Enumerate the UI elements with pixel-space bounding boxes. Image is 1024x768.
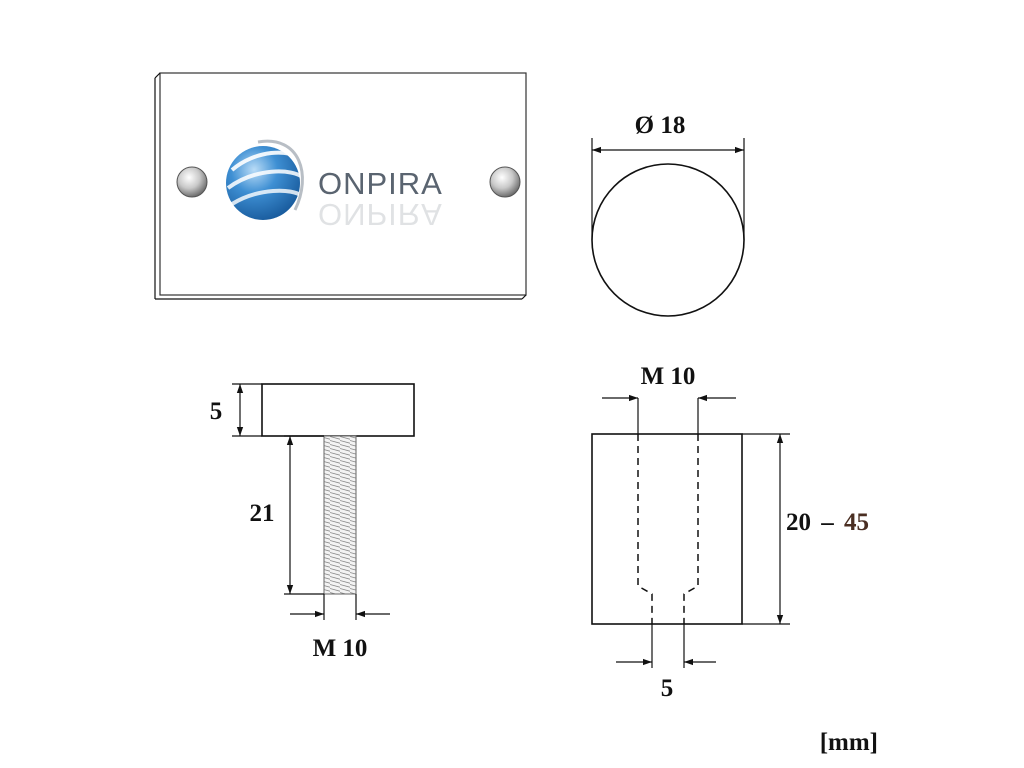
insert-body xyxy=(591,433,743,625)
head-height-label: 5 xyxy=(210,398,223,425)
disc-top-view: Ø 18 xyxy=(591,112,745,317)
insert-section-view: M 10 20 – 45 5 xyxy=(591,363,869,702)
logo-reflection: ONPIRA xyxy=(318,197,443,232)
bolt-head-left xyxy=(176,166,208,198)
screw-shank xyxy=(323,435,357,595)
screw-side-view: 5 21 M 10 xyxy=(210,383,415,662)
units-label: [mm] xyxy=(820,729,878,756)
disc-diameter-label: Ø 18 xyxy=(635,112,686,139)
sign-plate: ONPIRA ONPIRA xyxy=(154,72,527,300)
onpira-logo: ONPIRA ONPIRA xyxy=(226,139,443,232)
logo-text: ONPIRA xyxy=(318,166,443,201)
insert-height-min: 20 xyxy=(786,509,811,536)
insert-hole-label: 5 xyxy=(661,675,674,702)
insert-height-dash: – xyxy=(820,509,834,536)
globe-icon xyxy=(226,146,300,220)
insert-height-max: 45 xyxy=(844,509,869,536)
insert-thread-label: M 10 xyxy=(641,363,696,390)
bolt-head-right xyxy=(489,166,521,198)
screw-thread-label: M 10 xyxy=(313,635,368,662)
screw-head xyxy=(261,383,415,437)
insert-height-label: 20 – 45 xyxy=(786,509,869,536)
screw-length-label: 21 xyxy=(250,500,275,527)
insert-bore-hidden-line xyxy=(637,434,699,624)
